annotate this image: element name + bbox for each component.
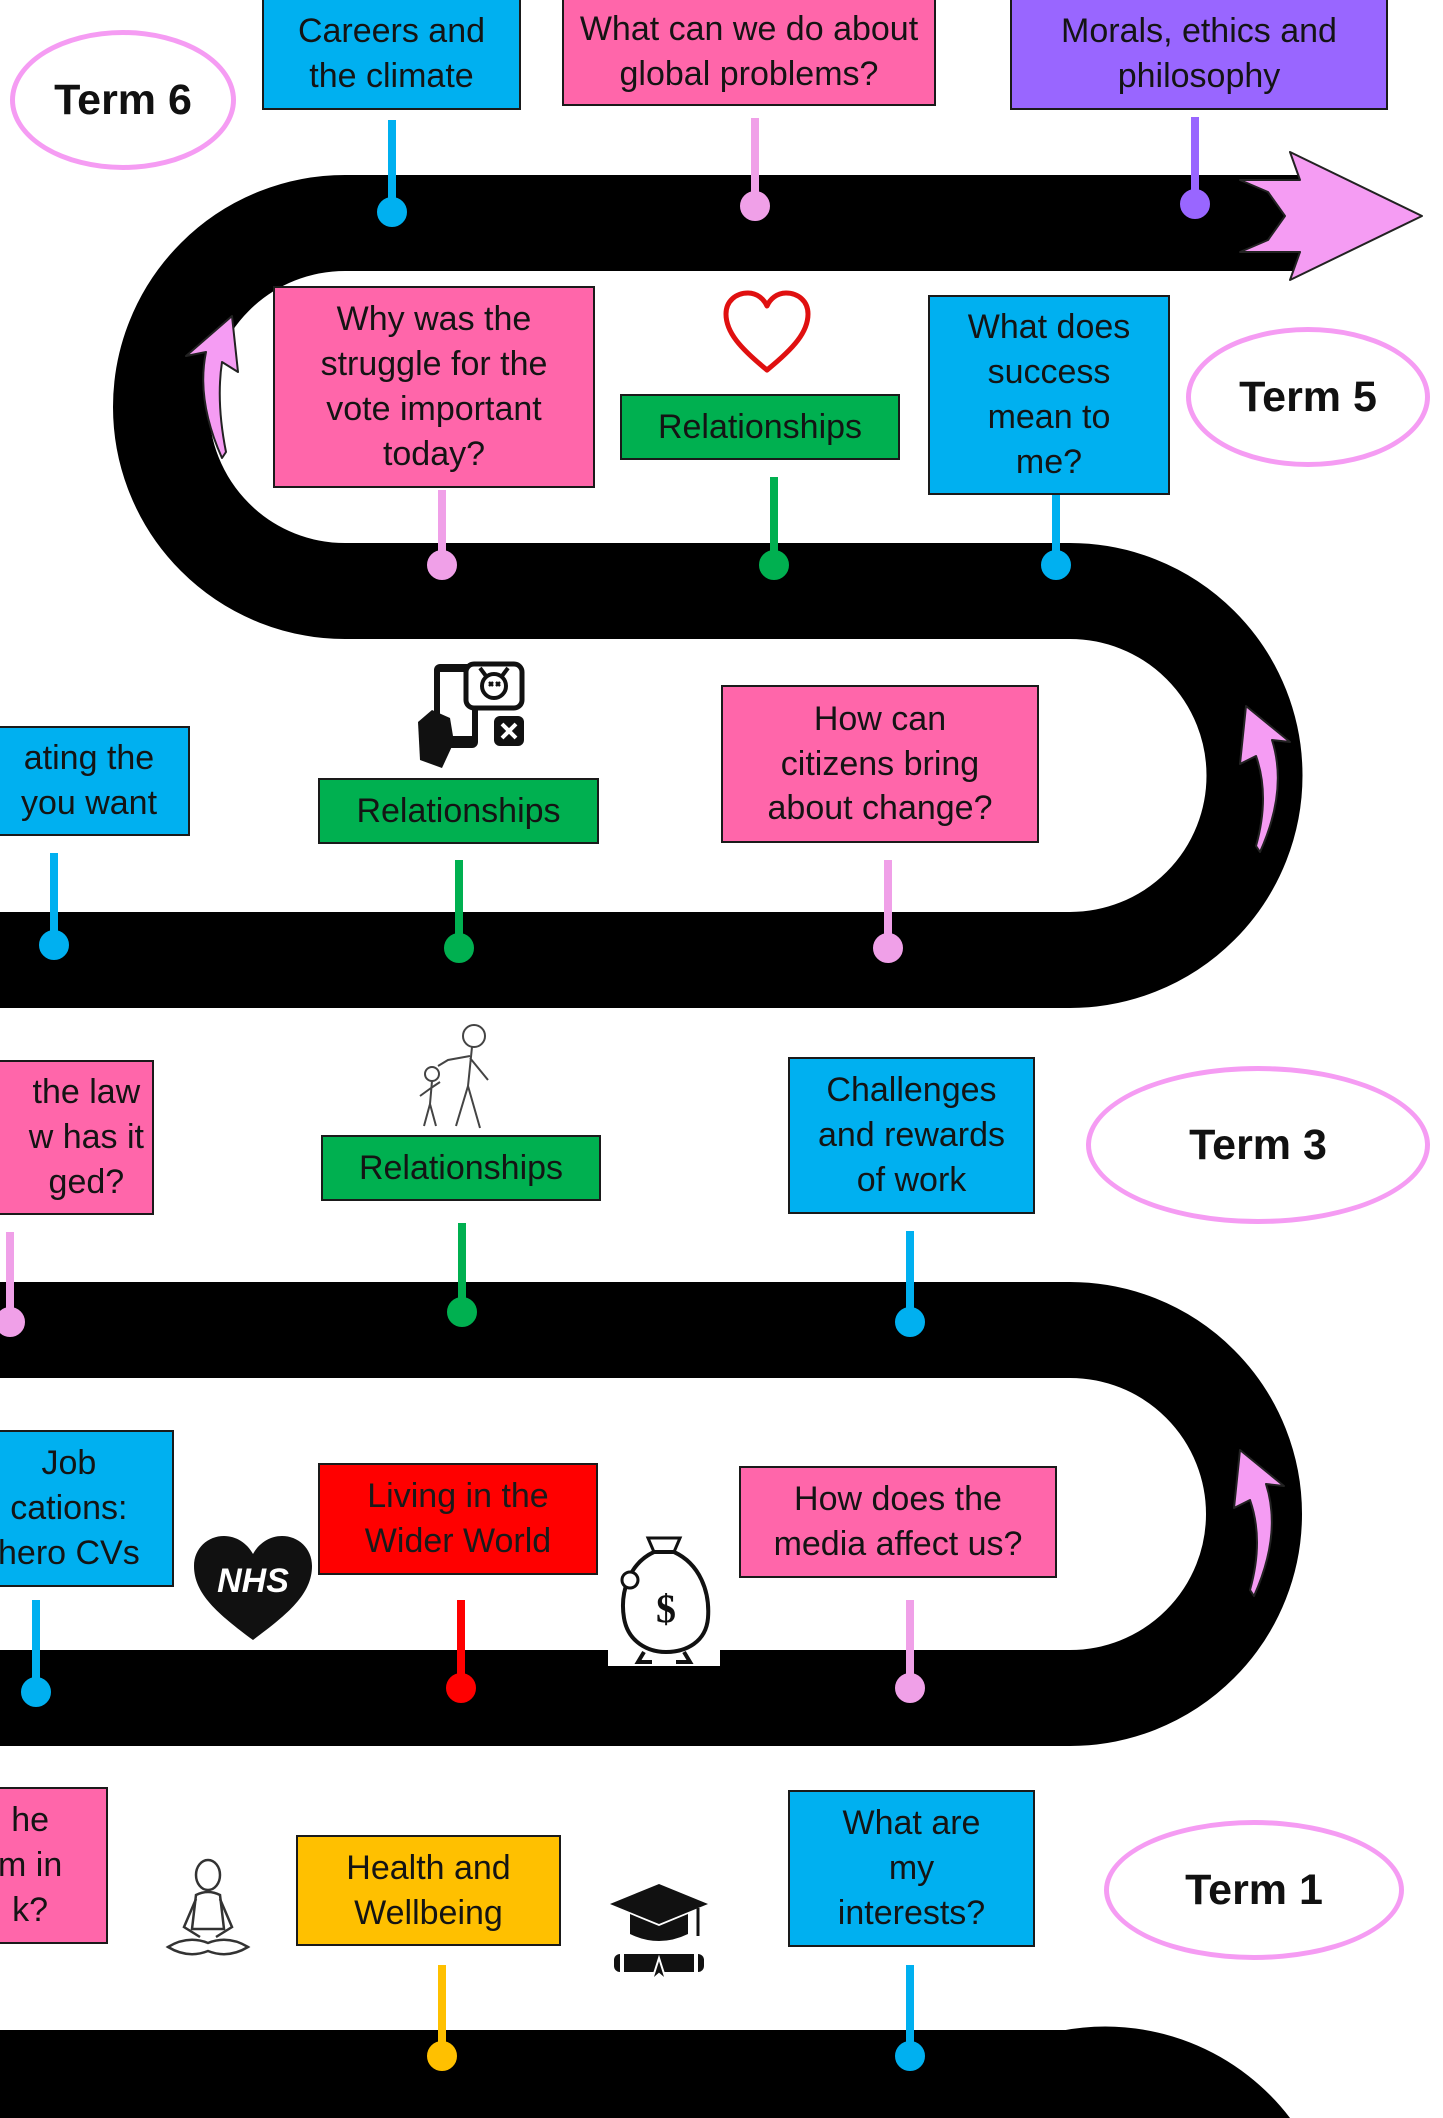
nhs-heart-icon: NHS: [194, 1536, 312, 1640]
topic-law-changed: the law w has it ged?: [0, 1060, 154, 1215]
heart-outline-icon: [723, 290, 811, 373]
money-bag-icon: $: [608, 1530, 720, 1666]
pin-global: [740, 191, 770, 221]
pin-living: [446, 1673, 476, 1703]
topic-struggle-vote: Why was the struggle for the vote import…: [273, 286, 595, 488]
adult-child-sketch-icon: [419, 1024, 489, 1129]
meditating-person-icon: [165, 1858, 251, 1956]
pin-job: [21, 1677, 51, 1707]
pin-morals: [1180, 189, 1210, 219]
pin-health: [427, 2041, 457, 2071]
topic-relationships-1: Relationships: [620, 394, 900, 460]
topic-creating-future: ating the you want: [0, 726, 190, 836]
term-3-label: Term 3: [1086, 1066, 1430, 1224]
topic-media-affect: How does the media affect us?: [739, 1466, 1057, 1578]
topic-relationships-3: Relationships: [321, 1135, 601, 1201]
topic-global-problems: What can we do about global problems?: [562, 0, 936, 106]
pin-challenges: [895, 1307, 925, 1337]
pin-citizens: [873, 933, 903, 963]
term-5-label: Term 5: [1186, 327, 1430, 467]
pin-creating: [39, 930, 69, 960]
term-6-label: Term 6: [10, 30, 236, 170]
direction-arrow-icon-left: [185, 315, 239, 459]
topic-morals-ethics: Morals, ethics and philosophy: [1010, 0, 1388, 110]
road-top-row: [113, 175, 1300, 639]
pin-careers: [377, 197, 407, 227]
pin-media: [895, 1673, 925, 1703]
graduation-cap-icon: [610, 1884, 708, 1984]
topic-relationships-2: Relationships: [318, 778, 599, 844]
pin-relationships-2: [444, 933, 474, 963]
pin-success: [1041, 550, 1071, 580]
cyberbullying-phone-icon: [418, 661, 525, 768]
topic-partial-bottom-left: he m in k?: [0, 1787, 108, 1944]
road-row-2: [0, 543, 1303, 1008]
pin-interests: [895, 2041, 925, 2071]
pin-struggle: [427, 550, 457, 580]
pin-relationships-1: [759, 550, 789, 580]
road-bottom-row: [0, 2026, 1290, 2118]
term-1-label: Term 1: [1104, 1820, 1404, 1960]
finish-arrow-icon: [1239, 151, 1423, 281]
topic-living-wider-world: Living in the Wider World: [318, 1463, 598, 1575]
direction-arrow-icon-right-2: [1233, 1449, 1285, 1597]
direction-arrow-icon-right-1: [1239, 705, 1291, 853]
nhs-label: NHS: [217, 1562, 289, 1600]
topic-citizens-change: How can citizens bring about change?: [721, 685, 1039, 843]
topic-challenges-work: Challenges and rewards of work: [788, 1057, 1035, 1214]
topic-interests: What are my interests?: [788, 1790, 1035, 1947]
pin-law: [0, 1307, 25, 1337]
money-symbol: $: [656, 1586, 676, 1631]
topic-success-mean: What does success mean to me?: [928, 295, 1170, 495]
topic-job-applications: Job cations: hero CVs: [0, 1430, 174, 1587]
topic-health-wellbeing: Health and Wellbeing: [296, 1835, 561, 1946]
pin-relationships-3: [447, 1297, 477, 1327]
topic-careers-climate: Careers and the climate: [262, 0, 521, 110]
